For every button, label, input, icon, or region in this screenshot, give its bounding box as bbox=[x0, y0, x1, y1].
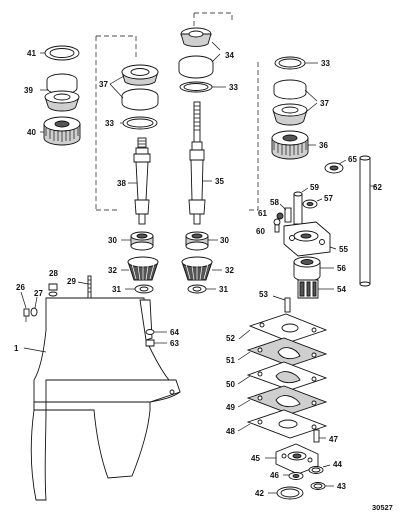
part-32-pinion-right bbox=[181, 256, 213, 281]
callout-48: 48 bbox=[226, 427, 235, 436]
part-36-gear bbox=[271, 130, 309, 160]
part-62-water-tube bbox=[359, 155, 371, 287]
callout-64: 64 bbox=[170, 328, 179, 337]
part-55-pump-body bbox=[283, 221, 331, 257]
part-40-gear bbox=[43, 116, 81, 146]
callout-42: 42 bbox=[255, 489, 264, 498]
callout-49: 49 bbox=[226, 403, 235, 412]
callout-30b: 30 bbox=[220, 236, 229, 245]
callout-37b: 37 bbox=[320, 99, 329, 108]
part-42-ring bbox=[276, 486, 304, 500]
part-37-bearing-left bbox=[121, 64, 159, 111]
callout-55: 55 bbox=[339, 245, 348, 254]
callout-53: 53 bbox=[259, 290, 268, 299]
callout-31a: 31 bbox=[112, 285, 121, 294]
part-33-shim-right bbox=[274, 56, 306, 70]
part-47-dowel bbox=[313, 429, 320, 443]
callout-47: 47 bbox=[329, 435, 338, 444]
callout-41: 41 bbox=[27, 49, 36, 58]
callout-26: 26 bbox=[16, 283, 25, 292]
callout-65: 65 bbox=[348, 155, 357, 164]
callout-32b: 32 bbox=[225, 266, 234, 275]
callout-59: 59 bbox=[310, 183, 319, 192]
callout-29: 29 bbox=[67, 277, 76, 286]
part-37-bearing-right bbox=[272, 79, 308, 126]
callout-60: 60 bbox=[256, 227, 265, 236]
callout-63: 63 bbox=[170, 339, 179, 348]
callout-30a: 30 bbox=[108, 236, 117, 245]
callout-46: 46 bbox=[270, 471, 279, 480]
callout-58: 58 bbox=[270, 198, 279, 207]
callout-32a: 32 bbox=[108, 266, 117, 275]
callout-37a: 37 bbox=[99, 80, 108, 89]
callout-38: 38 bbox=[117, 179, 126, 188]
callout-34: 34 bbox=[225, 51, 234, 60]
part-46-seal bbox=[288, 472, 304, 480]
callout-51: 51 bbox=[226, 356, 235, 365]
part-54-impeller bbox=[297, 279, 319, 299]
part-29-stud bbox=[87, 275, 92, 299]
part-32-pinion-left bbox=[127, 256, 159, 281]
part-27-washer bbox=[30, 307, 38, 317]
callout-33b: 33 bbox=[229, 83, 238, 92]
callout-62: 62 bbox=[373, 183, 382, 192]
part-60-screw bbox=[273, 218, 281, 233]
callout-36: 36 bbox=[319, 141, 328, 150]
part-30-bearing-left bbox=[130, 231, 154, 251]
part-39-bearing bbox=[44, 73, 80, 112]
callout-50: 50 bbox=[226, 380, 235, 389]
part-33-shim-center bbox=[179, 81, 213, 93]
part-63-nut bbox=[145, 339, 155, 347]
callout-28: 28 bbox=[49, 269, 58, 278]
part-57-seal bbox=[302, 199, 318, 209]
part-1-gearcase-housing bbox=[30, 297, 181, 501]
part-35-shaft bbox=[188, 101, 206, 225]
part-26-screw bbox=[23, 308, 30, 322]
figure-reference-number: 30527 bbox=[372, 503, 393, 512]
callout-1: 1 bbox=[14, 344, 19, 353]
callout-35: 35 bbox=[215, 177, 224, 186]
part-41-ring bbox=[44, 45, 80, 61]
callout-54: 54 bbox=[337, 285, 346, 294]
part-38-shaft bbox=[133, 137, 151, 225]
part-51-plate bbox=[246, 337, 328, 367]
part-45-seal-carrier bbox=[275, 443, 319, 475]
part-61-grommet bbox=[276, 212, 284, 220]
callout-33a: 33 bbox=[105, 119, 114, 128]
part-49-plate bbox=[246, 385, 328, 415]
callout-56: 56 bbox=[337, 264, 346, 273]
part-43-o-ring bbox=[310, 482, 326, 490]
callout-27: 27 bbox=[34, 289, 43, 298]
callout-57: 57 bbox=[324, 194, 333, 203]
part-53-key bbox=[284, 297, 291, 313]
part-65-grommet bbox=[324, 162, 344, 174]
callout-43: 43 bbox=[337, 482, 346, 491]
callout-31b: 31 bbox=[219, 285, 228, 294]
part-31-washer-right bbox=[187, 284, 207, 294]
part-56-insert bbox=[293, 256, 321, 282]
part-50-gasket bbox=[246, 361, 328, 391]
part-31-washer-left bbox=[134, 284, 154, 294]
callout-45: 45 bbox=[251, 454, 260, 463]
part-52-gasket bbox=[248, 313, 328, 343]
part-44-o-ring bbox=[308, 466, 324, 474]
part-58-sleeve bbox=[284, 207, 292, 223]
part-64-washer bbox=[145, 329, 155, 335]
part-48-gasket bbox=[246, 409, 328, 439]
callout-52: 52 bbox=[226, 334, 235, 343]
part-33-shim-left bbox=[122, 116, 158, 130]
part-34-bearing bbox=[178, 27, 214, 79]
part-28-nut bbox=[48, 283, 58, 297]
callout-61: 61 bbox=[258, 209, 267, 218]
part-30-bearing-right bbox=[185, 231, 209, 251]
callout-44: 44 bbox=[333, 460, 342, 469]
part-59-tube bbox=[293, 191, 303, 225]
callout-40: 40 bbox=[27, 128, 36, 137]
callout-39: 39 bbox=[24, 86, 33, 95]
callout-33c: 33 bbox=[321, 59, 330, 68]
